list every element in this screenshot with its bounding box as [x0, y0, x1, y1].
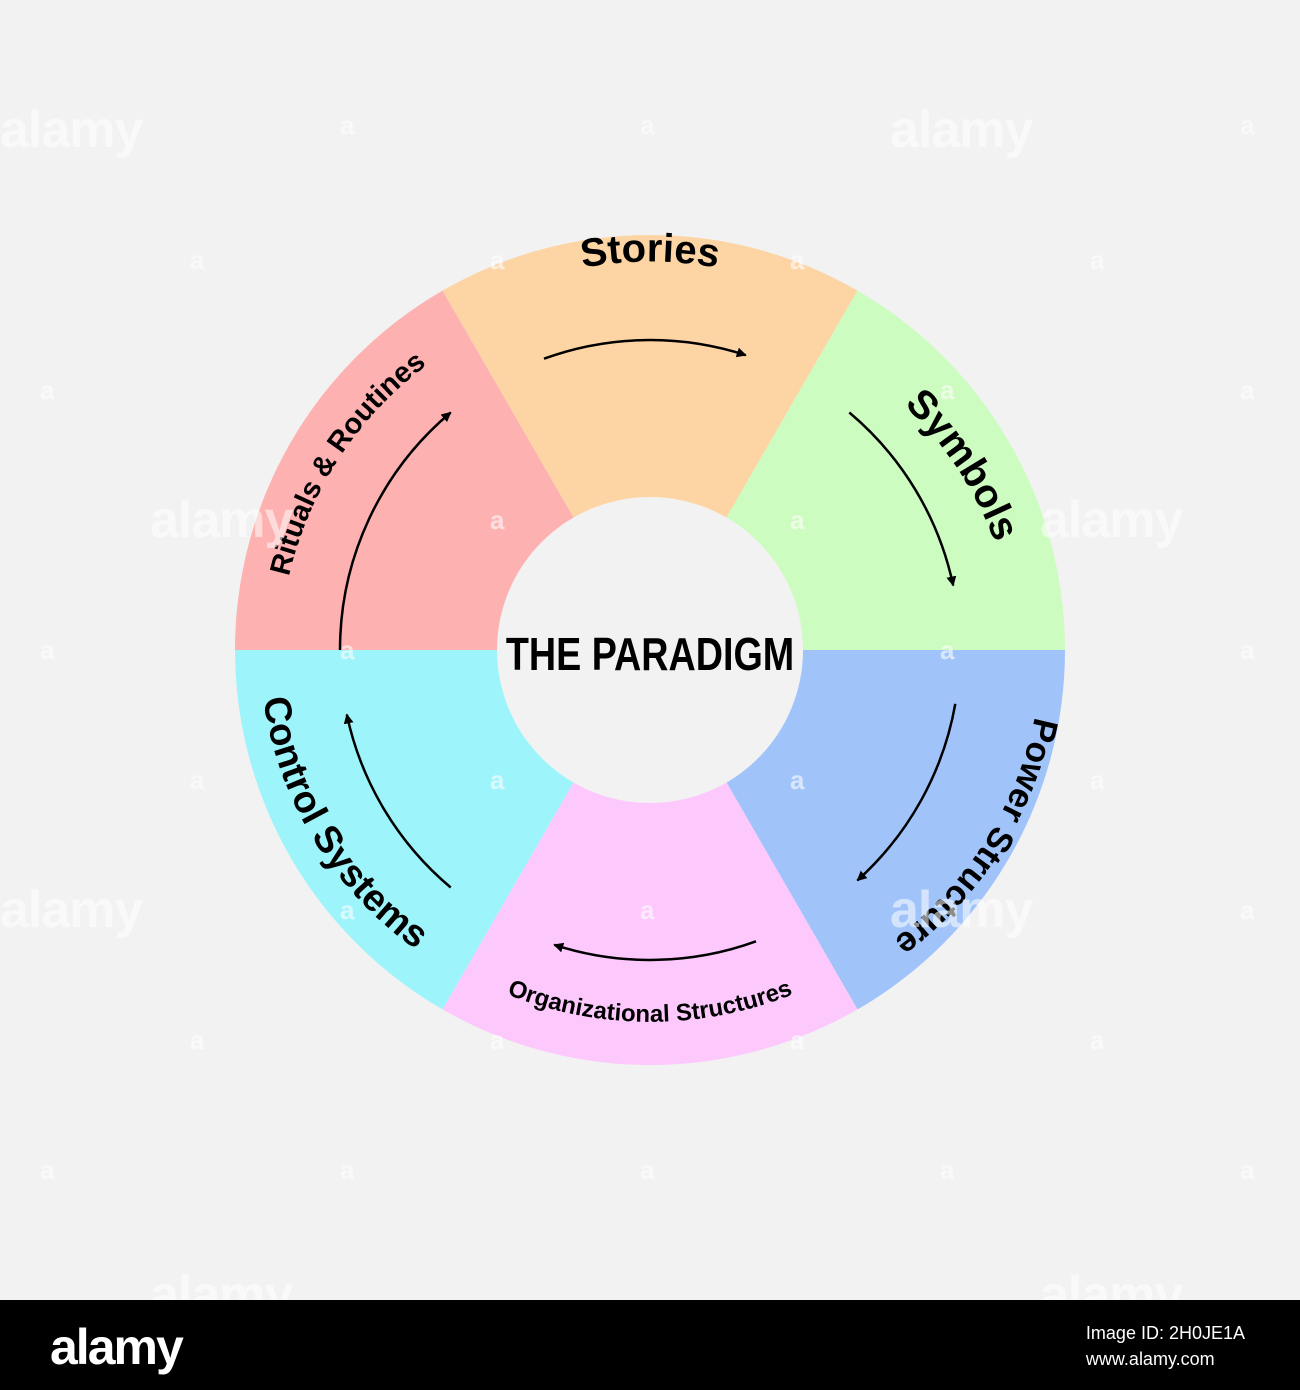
footer-logo: alamy [50, 1319, 184, 1375]
segment-org [442, 650, 858, 1065]
segment-label-stories: Stories [577, 226, 723, 276]
footer-bar: alamy Image ID: 2H0JE1A www.alamy.com [0, 1300, 1300, 1390]
cycle-arrow-6 [338, 411, 452, 651]
cycle-arrow-5 [343, 713, 452, 889]
center-title: THE PARADIGM [506, 628, 794, 679]
cycle-arrow-1 [543, 338, 747, 360]
paradigm-wheel: THE PARADIGM Stories Symbols Power Struc… [235, 226, 1065, 1065]
cycle-arrow-4 [553, 940, 757, 962]
center-circle [497, 497, 803, 803]
site-url-text: www.alamy.com [1085, 1349, 1215, 1369]
segment-stories [442, 235, 858, 650]
image-id-text: Image ID: 2H0JE1A [1085, 1323, 1245, 1343]
cycle-arrow-3 [856, 703, 957, 882]
footer-image-info: Image ID: 2H0JE1A www.alamy.com [1086, 1320, 1245, 1372]
cycle-arrow-2 [848, 411, 957, 587]
